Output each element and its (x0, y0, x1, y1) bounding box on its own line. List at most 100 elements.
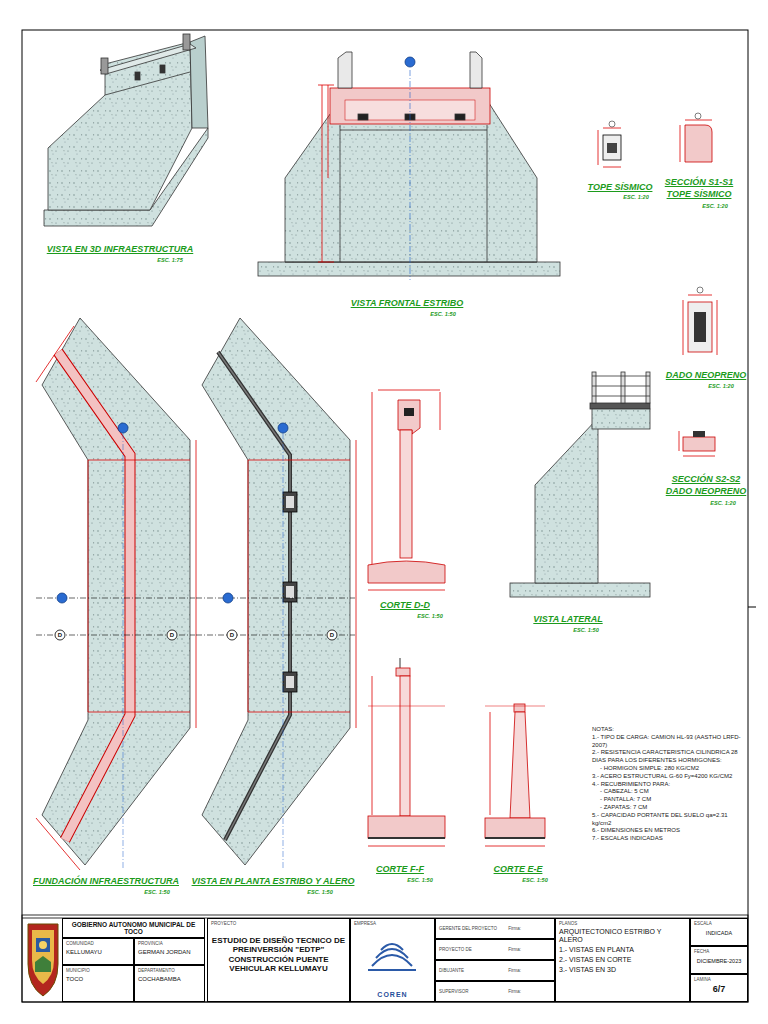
note-line: 4.- RECUBRIMIENTO PARA: (592, 781, 744, 789)
view-title: DADO NEOPRENO (666, 370, 747, 380)
municipal-shield-part (36, 938, 50, 952)
view-title: SECCIÓN S2-S2 (672, 474, 741, 484)
foundation-plan-part (118, 423, 128, 433)
section-f-f-part (368, 837, 445, 839)
section-e-e-part (485, 818, 545, 838)
foundation-plan-part (58, 352, 130, 840)
cell-text: COCHABAMBA (138, 976, 201, 983)
side-view-part (592, 372, 596, 403)
cell-text: Firma: (508, 926, 521, 931)
abutment-plan-part (218, 352, 290, 840)
section-f-f (368, 658, 445, 846)
seismic-stop-part (603, 128, 621, 129)
side-view-part (592, 386, 650, 387)
neoprene-pad-part (693, 431, 705, 437)
section-e-e-part (490, 712, 491, 815)
title-block-cell: DIBUJANTEFirma: (435, 960, 555, 981)
view-title: DADO NEOPRENO (666, 486, 747, 496)
front-view-part (470, 52, 482, 88)
foundation-plan-part (88, 460, 190, 461)
section-d-d-part (368, 561, 445, 583)
cell-text: PROYECTO DE (439, 947, 472, 952)
foundation-plan (36, 318, 196, 870)
company-logo-part (381, 944, 403, 950)
abutment-plan-part (286, 586, 294, 598)
note-line: NOTAS: (592, 726, 744, 734)
abutment-plan-part (356, 440, 357, 728)
title-block-cell: PROYECTOESTUDIO DE DISEÑO TECNICO DE PRE… (207, 918, 350, 1002)
title-block-cell: MUNICIPIOTOCO (62, 965, 134, 1002)
view-title: VISTA EN PLANTA ESTRIBO Y ALERO (192, 876, 355, 886)
section-d-d-part (378, 390, 440, 391)
scale-note: ESC. 1:20 (623, 194, 648, 200)
municipal-shield-part (28, 924, 58, 996)
title-block-frame (22, 915, 748, 1002)
seismic-stop-part (603, 135, 621, 160)
cell-text: COMUNIDAD (66, 941, 130, 946)
title-block-cell: SUPERVISORFirma: (435, 981, 555, 1002)
note-line: - PANTALLA: 7 CM (592, 796, 744, 804)
section-e-e (485, 704, 545, 846)
cell-text: GOBIERNO AUTONOMO MUNICIPAL DE TOCO (66, 921, 201, 936)
foundation-plan-part (88, 460, 89, 712)
front-view-part (340, 130, 487, 131)
abutment-plan-part (248, 460, 249, 712)
foundation-plan-part (42, 318, 190, 865)
view-title: CORTE E-E (494, 864, 543, 874)
cell-text: Firma: (508, 968, 521, 973)
view-title: SECCIÓN S1-S1 (665, 177, 734, 187)
scale-note: ESC. 1:50 (417, 613, 442, 619)
neoprene-pad-part (697, 287, 703, 293)
foundation-plan-part (36, 818, 80, 870)
section-f-f-part (368, 816, 445, 838)
title-block-frame-part (22, 915, 748, 1002)
seismic-stop-part (680, 125, 681, 162)
scale-note: ESC. 1:50 (573, 627, 598, 633)
section-marker: D (330, 632, 334, 639)
cell-text: 3.- VISTAS EN 3D (559, 966, 686, 974)
title-block-cell: EMPRESA COREN (350, 918, 435, 1002)
cell-text: EMPRESA (354, 921, 431, 926)
note-line: 3.- ACERO ESTRUCTURAL G-60 Fy=4200 KG/CM… (592, 773, 744, 781)
section-f-f-part (368, 706, 445, 707)
abutment-plan-part (223, 593, 233, 603)
cell-text: GERENTE DEL PROYECTO (439, 926, 497, 931)
cell-text: INDICADA (694, 930, 744, 936)
abutment-plan-part (283, 672, 297, 692)
cell-text: PLANOS (559, 921, 686, 926)
view-title: VISTA LATERAL (533, 614, 602, 624)
scale-note: ESC. 1:20 (710, 500, 735, 506)
side-view-part (592, 409, 650, 429)
section-f-f-part (368, 846, 445, 847)
abutment-plan-part (327, 630, 337, 640)
front-view-part (340, 125, 341, 262)
company-logo-part (368, 969, 416, 971)
note-line: 6.- DIMENSIONES EN METROS (592, 827, 744, 835)
municipal-shield-part (35, 956, 51, 972)
section-f-f-part (396, 668, 410, 676)
scale-note: ESC. 1:20 (702, 203, 727, 209)
section-d-d-part (404, 408, 414, 416)
side-view-part (621, 372, 625, 403)
side-view-part (592, 376, 650, 377)
side-view-part (590, 403, 650, 409)
abutment-plan-part (278, 423, 288, 433)
section-d-d (368, 390, 445, 590)
note-line: 7.- ESCALAS INDICADAS (592, 835, 744, 843)
view-3d-part (100, 44, 196, 74)
neoprene-pad-part (683, 300, 684, 355)
abutment-plan-part (283, 433, 284, 870)
cell-text: KELLUMAYU (66, 949, 130, 956)
cell-text: MUNICIPIO (66, 968, 130, 973)
side-view (510, 372, 650, 597)
scale-note: ESC. 1:50 (522, 877, 547, 883)
scale-note: ESC. 1:50 (407, 877, 432, 883)
title-block-cell: PROVINCIAGERMAN JORDAN (134, 938, 205, 965)
abutment-plan-part (227, 630, 237, 640)
cell-text: COREN (354, 991, 431, 999)
neoprene-pad-part (679, 431, 680, 451)
title-block-cell: COMUNIDAD KELLUMAYU (62, 938, 134, 965)
section-e-e-part (510, 712, 530, 818)
section-d-d-part (372, 392, 373, 583)
front-view-part (258, 262, 560, 276)
